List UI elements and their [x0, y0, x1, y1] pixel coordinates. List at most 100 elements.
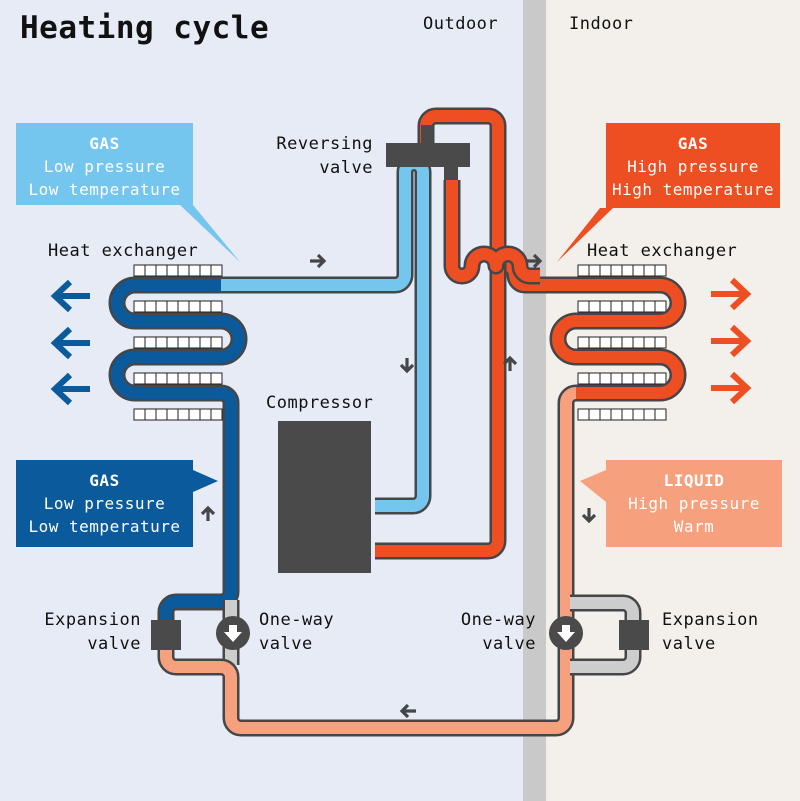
fin-cell	[210, 300, 223, 313]
fin-cell	[210, 264, 223, 277]
one-way-valve-right-label: One-way valve	[430, 608, 536, 656]
label-line: valve	[319, 158, 373, 178]
fin-cell	[610, 336, 623, 349]
fin-cell	[133, 336, 146, 349]
callout-state: GAS	[89, 471, 120, 490]
fin-cell	[144, 336, 157, 349]
fin-cell	[177, 336, 190, 349]
heat-exchanger-outdoor-label: Heat exchanger	[48, 241, 199, 261]
fin-cell	[199, 336, 212, 349]
callout-line: Warm	[673, 517, 715, 536]
fin-cell	[621, 264, 634, 277]
callout-line: High temperature	[611, 180, 775, 199]
fin-cell	[654, 300, 667, 313]
flow-arrow-right-icon	[526, 253, 543, 269]
flow-arrow-up-icon	[200, 505, 216, 521]
fin-cell	[188, 336, 201, 349]
fin-cell	[632, 336, 645, 349]
fin-cell	[643, 264, 656, 277]
flow-arrow-right-icon	[310, 253, 327, 269]
callout-state: GAS	[89, 134, 120, 153]
fin-cell	[155, 372, 168, 385]
fin-cell	[610, 300, 623, 313]
fin-cell	[654, 336, 667, 349]
label-line: One-way	[460, 610, 536, 630]
indoor-coil-pipe	[496, 256, 687, 402]
callout-line: Low pressure	[43, 157, 166, 176]
label-line: valve	[87, 634, 141, 654]
fin-cell	[599, 336, 612, 349]
heat-flow-arrows-indoor	[711, 277, 752, 405]
callout-line: Low temperature	[28, 517, 181, 536]
callout-outdoor-gas-out-shape	[16, 460, 218, 547]
fin-cell	[610, 372, 623, 385]
flow-arrow-down-icon	[399, 358, 415, 374]
flow-arrow-down-icon	[581, 508, 597, 524]
callout-line: Low temperature	[28, 180, 181, 199]
fin-cell	[199, 408, 212, 421]
fin-cell	[577, 408, 590, 421]
label-line: valve	[259, 634, 313, 654]
label-line: One-way	[259, 610, 335, 630]
one-way-valve-right	[549, 616, 583, 650]
expansion-valve-right	[619, 620, 649, 650]
fin-cell	[577, 300, 590, 313]
fin-cell	[654, 408, 667, 421]
fin-cell	[155, 408, 168, 421]
fin-cell	[577, 264, 590, 277]
fin-cell	[210, 336, 223, 349]
fin-cell	[177, 408, 190, 421]
arrow-left-icon	[50, 279, 90, 313]
outdoor-coil-pipe	[108, 276, 248, 624]
zone-label-outdoor: Outdoor	[423, 14, 499, 34]
fin-cell	[177, 300, 190, 313]
fin-cell	[643, 336, 656, 349]
label-line: Reversing	[276, 134, 373, 154]
fin-cell	[144, 300, 157, 313]
callout-line: High pressure	[628, 494, 760, 513]
fin-cell	[166, 264, 179, 277]
fin-cell	[588, 300, 601, 313]
fin-cell	[621, 372, 634, 385]
fin-cell	[177, 264, 190, 277]
fin-cell	[166, 372, 179, 385]
fin-cell	[166, 408, 179, 421]
fin-cell	[133, 408, 146, 421]
flow-arrow-left-icon	[399, 703, 416, 719]
callout-outdoor-gas-in-shape	[16, 123, 240, 262]
callout-line: High pressure	[627, 157, 759, 176]
one-way-valve-left-label: One-way valve	[259, 608, 334, 656]
fin-cell	[199, 300, 212, 313]
fin-cell	[133, 372, 146, 385]
arrow-right-icon	[711, 324, 752, 358]
callout-outdoor-gas-in: GAS Low pressure Low temperature	[16, 132, 193, 201]
fin-cell	[599, 372, 612, 385]
fin-cell	[155, 264, 168, 277]
fin-cell	[188, 300, 201, 313]
label-line: Expansion	[44, 610, 141, 630]
fin-cell	[144, 372, 157, 385]
arrow-left-icon	[50, 372, 90, 406]
fin-cell	[599, 300, 612, 313]
fin-cell	[210, 372, 223, 385]
expansion-valve-left	[151, 620, 181, 650]
fin-cell	[177, 372, 190, 385]
fin-cell	[632, 300, 645, 313]
liquid-line-pipe	[157, 384, 585, 737]
fin-cell	[588, 264, 601, 277]
fin-cell	[588, 372, 601, 385]
fin-cell	[166, 300, 179, 313]
fin-cell	[588, 336, 601, 349]
label-line: Expansion	[662, 610, 759, 630]
heat-exchanger-fins-indoor	[577, 264, 667, 421]
fin-cell	[599, 264, 612, 277]
fin-cell	[577, 372, 590, 385]
callout-outdoor-gas-out: GAS Low pressure Low temperature	[16, 469, 193, 538]
compressor-label: Compressor	[266, 393, 374, 413]
wall	[523, 0, 546, 801]
fin-cell	[210, 408, 223, 421]
fin-cell	[188, 408, 201, 421]
fin-cell	[621, 300, 634, 313]
fin-cell	[188, 372, 201, 385]
callout-state: LIQUID	[663, 471, 725, 490]
